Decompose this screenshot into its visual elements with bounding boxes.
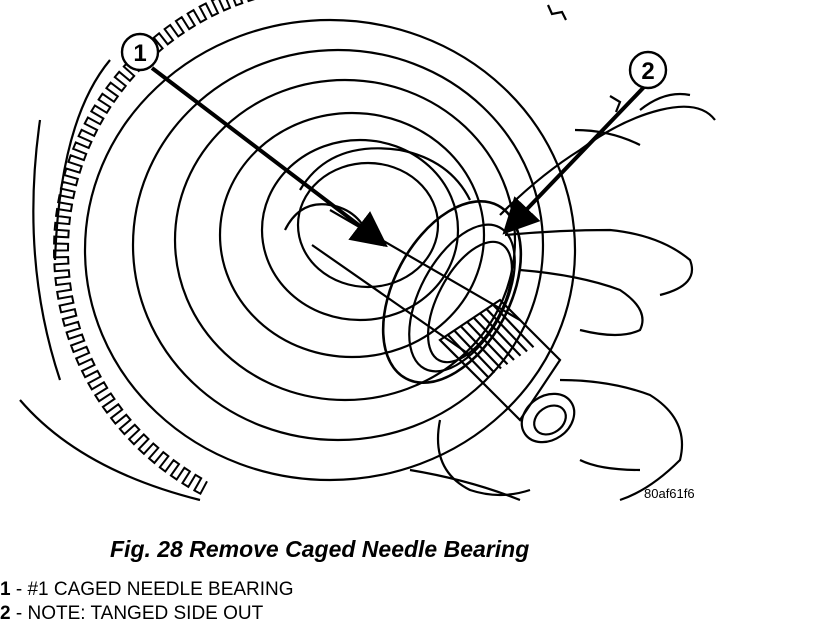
callout-2-leader [502,84,647,235]
gear-teeth [52,0,255,496]
legend-item-separator: - [10,603,28,624]
callout-1: 1 [120,32,160,72]
clip-mark [546,4,622,113]
fingertip [574,92,691,146]
shaft-splines [447,304,535,378]
legend-item: 2 - NOTE: TANGED SIDE OUT [0,602,294,626]
ring-2 [131,48,545,442]
right-hand [499,105,716,337]
callout-1-number: 1 [133,40,146,67]
legend-item-number: 1 [0,579,11,600]
legend: 1 - #1 CAGED NEEDLE BEARING 2 - NOTE: TA… [0,578,294,626]
legend-item: 1 - #1 CAGED NEEDLE BEARING [0,578,294,602]
shaft-end-body [438,298,562,422]
ring-4 [218,111,486,359]
shaft-end-face [520,392,576,444]
housing-bottom [19,399,521,502]
ring-5 [260,138,460,322]
hub-recess [299,147,471,201]
figure-code: 80af61f6 [644,486,695,501]
needle-bearing-lip [426,240,514,364]
legend-item-number: 2 [0,603,11,624]
legend-item-text: #1 CAGED NEEDLE BEARING [27,579,294,600]
shaft-end-bore [533,404,567,436]
legend-item-text: NOTE: TANGED SIDE OUT [27,603,264,624]
ring-6 [296,161,440,289]
ring-3 [173,78,517,402]
callout-2: 2 [628,50,668,90]
legend-item-separator: - [10,579,28,600]
needle-bearing-outer [381,199,523,385]
callout-1-leader [150,66,388,248]
lower-hand [436,378,684,502]
callout-2-number: 2 [641,58,654,85]
figure-caption: Fig. 28 Remove Caged Needle Bearing [110,536,530,562]
bearing-removal-illustration: 1 2 [19,0,716,502]
housing-outline [32,59,111,381]
ring-outer [83,18,577,482]
